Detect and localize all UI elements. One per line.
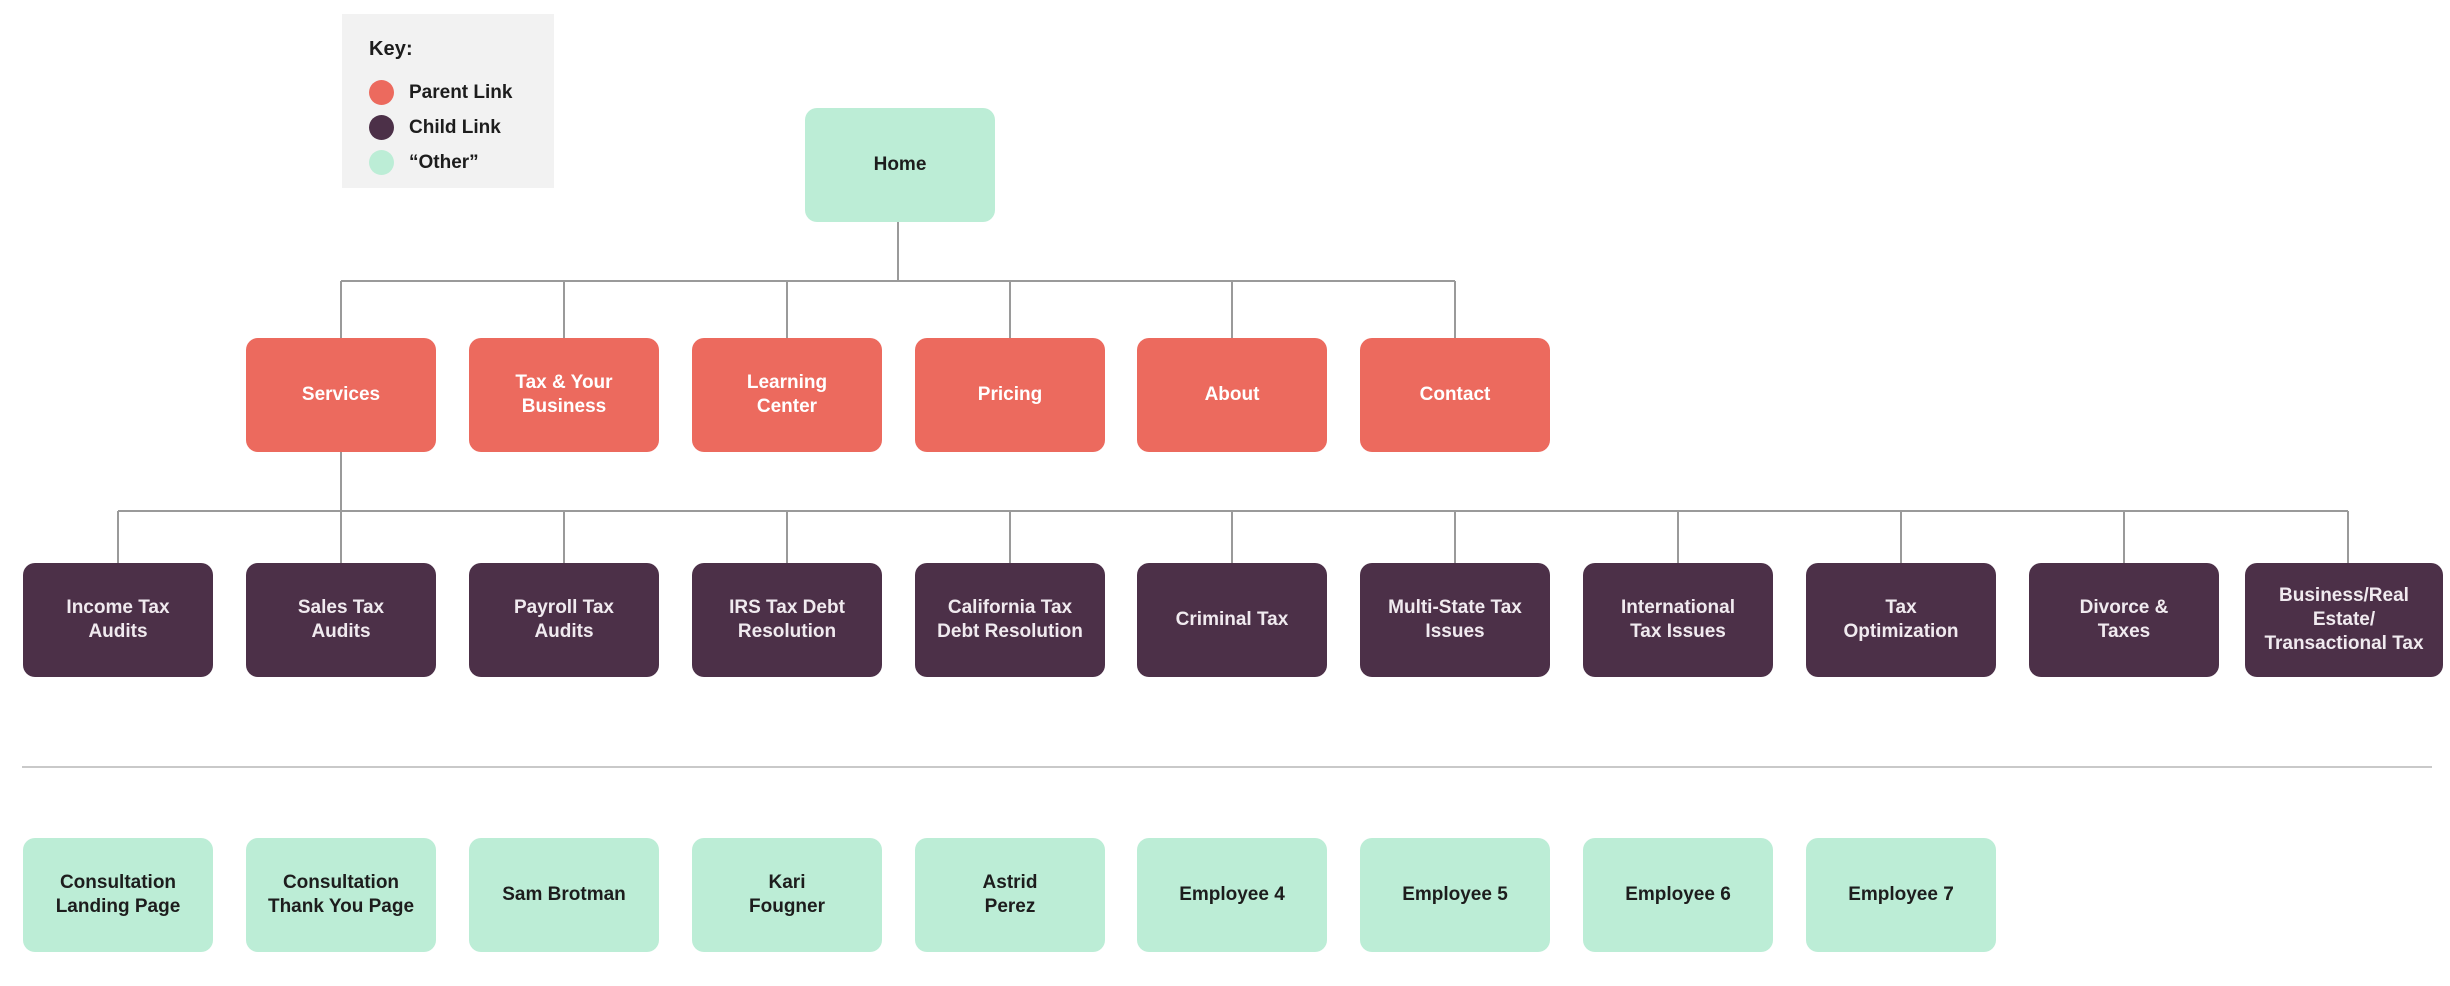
node-employee-4[interactable]: Employee 4	[1137, 838, 1327, 952]
node-tax-and-your-business[interactable]: Tax & Your Business	[469, 338, 659, 452]
node-employee-5[interactable]: Employee 5	[1360, 838, 1550, 952]
node-employee-7[interactable]: Employee 7	[1806, 838, 1996, 952]
legend-label-other: “Other”	[409, 151, 479, 173]
legend-swatch-other	[369, 150, 394, 175]
node-contact[interactable]: Contact	[1360, 338, 1550, 452]
node-multi-state-tax-issues[interactable]: Multi-State Tax Issues	[1360, 563, 1550, 677]
node-pricing[interactable]: Pricing	[915, 338, 1105, 452]
node-irs-tax-debt-resolution[interactable]: IRS Tax Debt Resolution	[692, 563, 882, 677]
legend-label-parent-link: Parent Link	[409, 81, 513, 103]
node-tax-optimization[interactable]: Tax Optimization	[1806, 563, 1996, 677]
legend-swatch-parent-link	[369, 80, 394, 105]
node-consultation-landing-page[interactable]: Consultation Landing Page	[23, 838, 213, 952]
legend-label-child-link: Child Link	[409, 116, 501, 138]
node-business-real-estate-transactional-tax[interactable]: Business/Real Estate/ Transactional Tax	[2245, 563, 2443, 677]
node-employee-6[interactable]: Employee 6	[1583, 838, 1773, 952]
node-about[interactable]: About	[1137, 338, 1327, 452]
node-criminal-tax[interactable]: Criminal Tax	[1137, 563, 1327, 677]
legend-item-other: “Other”	[369, 145, 554, 180]
node-international-tax-issues[interactable]: International Tax Issues	[1583, 563, 1773, 677]
node-consultation-thank-you-page[interactable]: Consultation Thank You Page	[246, 838, 436, 952]
node-sales-tax-audits[interactable]: Sales Tax Audits	[246, 563, 436, 677]
legend-title: Key:	[369, 38, 413, 60]
legend-item-parent-link: Parent Link	[369, 75, 554, 110]
section-divider	[22, 766, 2432, 768]
node-astrid-perez[interactable]: Astrid Perez	[915, 838, 1105, 952]
node-kari-fougner[interactable]: Kari Fougner	[692, 838, 882, 952]
node-services[interactable]: Services	[246, 338, 436, 452]
node-payroll-tax-audits[interactable]: Payroll Tax Audits	[469, 563, 659, 677]
node-learning-center[interactable]: Learning Center	[692, 338, 882, 452]
legend-item-child-link: Child Link	[369, 110, 554, 145]
node-california-tax-debt-resolution[interactable]: California Tax Debt Resolution	[915, 563, 1105, 677]
legend-panel: Key: Parent Link Child Link “Other”	[342, 14, 554, 188]
node-sam-brotman[interactable]: Sam Brotman	[469, 838, 659, 952]
node-income-tax-audits[interactable]: Income Tax Audits	[23, 563, 213, 677]
legend-swatch-child-link	[369, 115, 394, 140]
node-divorce-and-taxes[interactable]: Divorce & Taxes	[2029, 563, 2219, 677]
node-home[interactable]: Home	[805, 108, 995, 222]
